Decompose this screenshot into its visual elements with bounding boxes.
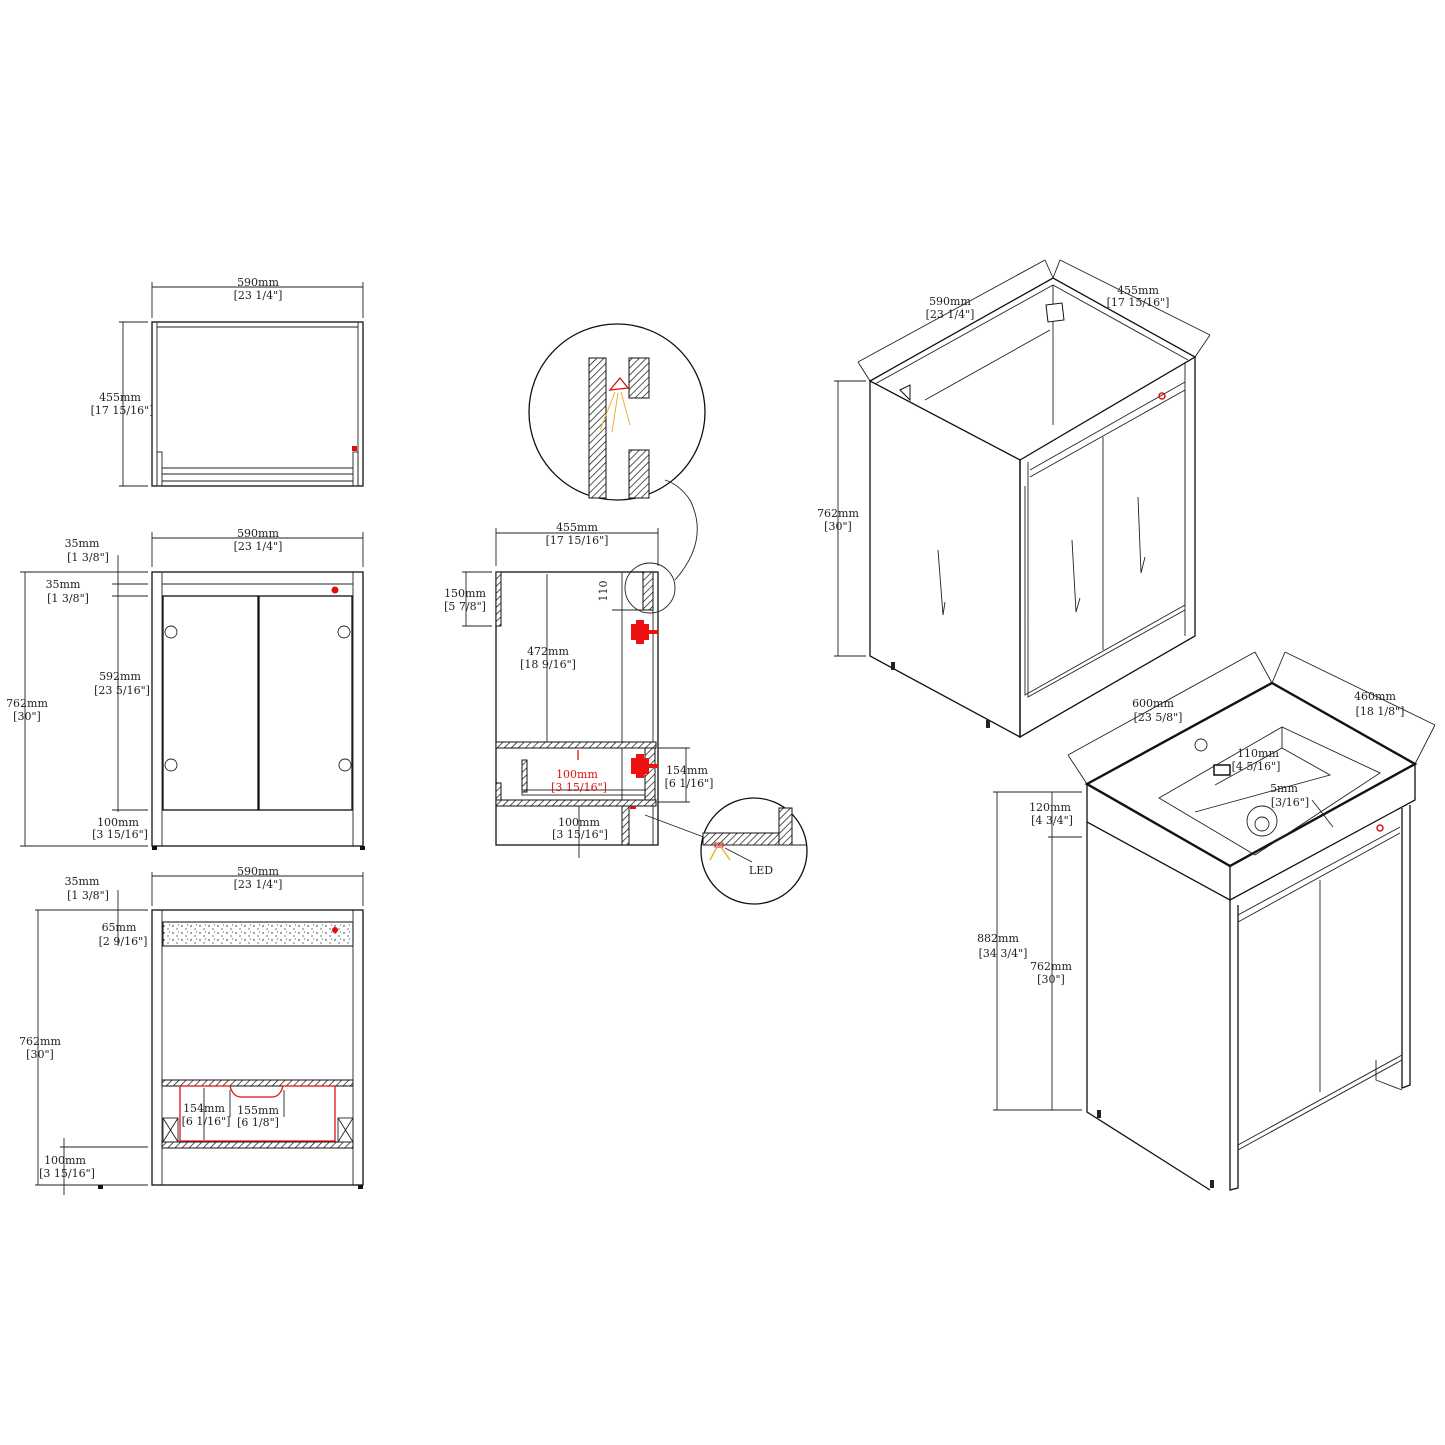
side-inner-mm: 100mm: [556, 768, 598, 781]
section-height-mm: 762mm: [19, 1035, 61, 1048]
section-width-in: [23 1/4"]: [234, 878, 283, 891]
iso-sink-total-mm: 882mm: [977, 932, 1019, 945]
iso-sink-cab-in: [30"]: [1037, 973, 1065, 986]
front-base-mm: 100mm: [97, 816, 139, 829]
iso-sink-depth-mm: 460mm: [1354, 690, 1396, 703]
section-height-in: [30"]: [26, 1048, 54, 1061]
section-top-mm: 35mm: [65, 875, 100, 888]
side-open-mm: 472mm: [527, 645, 569, 658]
front-led-marker: [331, 586, 339, 594]
front-base-in: [3 15/16"]: [92, 828, 148, 841]
front-door-right: [258, 595, 353, 811]
section-base-mm: 100mm: [44, 1154, 86, 1167]
iso-slope-in: [3/16"]: [1271, 796, 1309, 809]
front-second-rail-mm: 35mm: [46, 578, 81, 591]
iso-slope-mm: 5mm: [1270, 782, 1298, 795]
section-top-in: [1 3/8"]: [67, 889, 109, 902]
side-drawer-in: [6 1/16"]: [665, 777, 714, 790]
front-door-mm: 592mm: [99, 670, 141, 683]
section-drawer-in: [6 1/16"]: [182, 1115, 231, 1128]
front-view: 590mm [23 1/4"] 35mm [1 3/8"] 35mm [1 3/…: [6, 527, 365, 850]
iso-sink-width-mm: 600mm: [1132, 697, 1174, 710]
section-width-mm: 590mm: [237, 865, 279, 878]
front-door-left: [162, 595, 259, 811]
front-second-rail-in: [1 3/8"]: [47, 592, 89, 605]
front-height-mm: 762mm: [6, 697, 48, 710]
iso-basin-mm: 110mm: [1237, 747, 1279, 760]
side-base-mm: 100mm: [558, 816, 600, 829]
side-back-rail-in: [5 7/8"]: [444, 600, 486, 613]
iso-cab-width-in: [23 1/4"]: [926, 308, 975, 321]
plan-led-marker: [352, 446, 357, 451]
section-cutout-mm: 155mm: [237, 1104, 279, 1117]
front-door-in: [23 5/16"]: [94, 684, 150, 697]
iso-sink-depth-in: [18 1/8"]: [1356, 705, 1405, 718]
front-width-mm: 590mm: [237, 527, 279, 540]
section-cutout-in: [6 1/8"]: [237, 1116, 279, 1129]
iso-sink-width-in: [23 5/8"]: [1134, 711, 1183, 724]
section-band-in: [2 9/16"]: [99, 935, 148, 948]
led-label: LED: [749, 864, 773, 877]
iso-cab-depth-in: [17 15/16"]: [1107, 296, 1170, 309]
iso-sink-view: 600mm [23 5/8"] 460mm [18 1/8"] 120mm [4…: [977, 651, 1436, 1191]
front-height-in: [30"]: [13, 710, 41, 723]
side-base-in: [3 15/16"]: [552, 828, 608, 841]
section-band-mm: 65mm: [102, 921, 137, 934]
stone-band: [162, 921, 354, 947]
iso-cab-height-in: [30"]: [824, 520, 852, 533]
hinge-icon: [631, 620, 658, 778]
front-section-view: 590mm [23 1/4"] 35mm [1 3/8"] 65mm [2 9/…: [19, 865, 364, 1195]
plan-depth-in: [17 15/16"]: [91, 404, 154, 417]
side-drawer-mm: 154mm: [666, 764, 708, 777]
iso-cabinet-view: 590mm [23 1/4"] 455mm [17 15/16"] 762mm …: [817, 259, 1211, 739]
side-depth-in: [17 15/16"]: [546, 534, 609, 547]
iso-sink-total-in: [34 3/4"]: [979, 947, 1028, 960]
iso-basin-in: [4 5/16"]: [1232, 760, 1281, 773]
front-width-in: [23 1/4"]: [234, 540, 283, 553]
iso-sink-top-in: [4 3/4"]: [1031, 814, 1073, 827]
side-rail-110: 110: [597, 581, 610, 602]
iso-sink-cab-mm: 762mm: [1030, 960, 1072, 973]
side-inner-in: [3 15/16"]: [551, 781, 607, 794]
plan-width-mm: 590mm: [237, 276, 279, 289]
iso-sink-top-mm: 120mm: [1029, 801, 1071, 814]
plan-depth-mm: 455mm: [99, 391, 141, 404]
front-top-rail-mm: 35mm: [65, 537, 100, 550]
side-back-rail-mm: 150mm: [444, 587, 486, 600]
section-drawer-mm: 154mm: [183, 1102, 225, 1115]
plan-width-in: [23 1/4"]: [234, 289, 283, 302]
iso-cab-height-mm: 762mm: [817, 507, 859, 520]
side-section-view: 455mm [17 15/16"] 150mm [5 7/8"] 472mm […: [444, 323, 808, 905]
side-open-in: [18 9/16"]: [520, 658, 576, 671]
drawer-outline: [179, 1085, 336, 1142]
led-detail-callout: LED: [700, 797, 808, 905]
front-top-rail-in: [1 3/8"]: [67, 551, 109, 564]
iso-cab-width-mm: 590mm: [929, 295, 971, 308]
section-base-in: [3 15/16"]: [39, 1167, 95, 1180]
rail-detail-callout: [528, 323, 706, 501]
plan-view: 590mm [23 1/4"] 455mm [17 15/16"]: [91, 276, 364, 487]
iso-cab-depth-mm: 455mm: [1117, 284, 1159, 297]
side-depth-mm: 455mm: [556, 521, 598, 534]
